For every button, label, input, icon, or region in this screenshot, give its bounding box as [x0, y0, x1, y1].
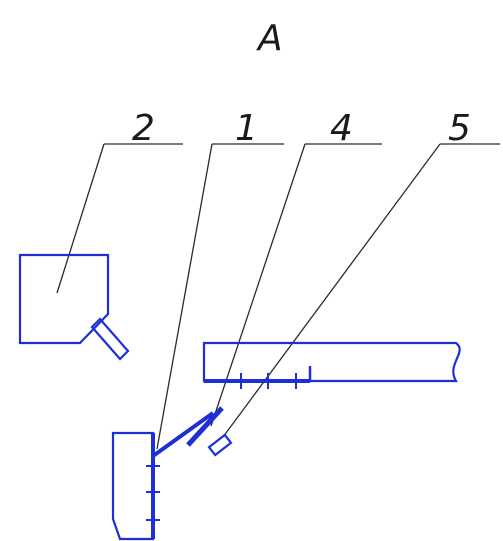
view-label: A — [256, 18, 283, 59]
callout-1: 1 — [156, 108, 284, 450]
part-diagonal-link — [151, 411, 215, 458]
callout-4-label: 4 — [330, 108, 353, 149]
part-plate — [186, 406, 224, 447]
callout-5-label: 5 — [448, 108, 471, 149]
part-hopper — [18, 253, 130, 361]
callout-2: 2 — [56, 108, 183, 294]
hopper-nozzle — [90, 317, 130, 361]
callout-4-leader — [210, 143, 306, 427]
part-lower-block — [111, 431, 160, 541]
callout-2-leader — [56, 143, 105, 294]
part-small-block — [207, 433, 233, 457]
callout-1-leader — [156, 143, 213, 450]
callout-1-label: 1 — [235, 108, 258, 149]
part-upper-beam — [202, 341, 461, 389]
block-outline — [111, 431, 155, 541]
callout-2-label: 2 — [132, 108, 155, 149]
callout-5: 5 — [222, 108, 500, 438]
callout-5-leader — [222, 143, 441, 438]
beam-outline — [202, 341, 461, 383]
